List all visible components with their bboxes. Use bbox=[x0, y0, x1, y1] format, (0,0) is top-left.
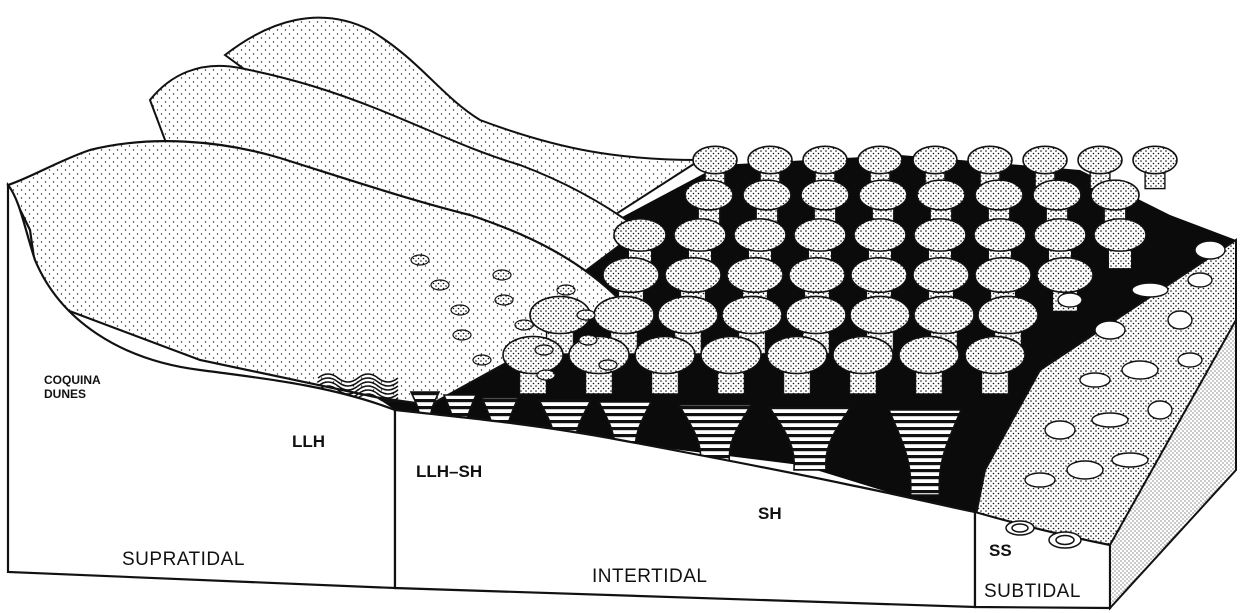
label-intertidal: INTERTIDAL bbox=[592, 566, 708, 588]
transition-nodule bbox=[515, 320, 533, 330]
stromatolite-head bbox=[1133, 146, 1177, 188]
subtidal-pebble bbox=[1095, 321, 1125, 339]
subtidal-pebble bbox=[1132, 283, 1168, 297]
subtidal-pebble bbox=[1122, 361, 1158, 379]
transition-nodule bbox=[579, 335, 597, 345]
transition-nodule bbox=[495, 295, 513, 305]
label-coquina-line2: DUNES bbox=[44, 387, 101, 401]
transition-nodule bbox=[431, 280, 449, 290]
transition-nodule bbox=[577, 310, 595, 320]
label-ss: SS bbox=[989, 541, 1012, 561]
subtidal-pebble bbox=[1112, 453, 1148, 467]
subtidal-pebble bbox=[1080, 373, 1110, 387]
label-llh-sh: LLH–SH bbox=[416, 462, 482, 482]
transition-nodule bbox=[537, 370, 555, 380]
subtidal-pebble bbox=[1058, 293, 1082, 307]
label-subtidal: SUBTIDAL bbox=[984, 581, 1081, 603]
subtidal-pebble bbox=[1188, 273, 1212, 287]
transition-nodule bbox=[557, 285, 575, 295]
subtidal-pebble bbox=[1148, 401, 1172, 419]
label-llh: LLH bbox=[292, 432, 325, 452]
transition-nodule bbox=[451, 305, 469, 315]
label-supratidal: SUPRATIDAL bbox=[122, 549, 245, 571]
transition-nodule bbox=[473, 355, 491, 365]
subtidal-pebble bbox=[1045, 421, 1075, 439]
subtidal-pebble bbox=[1092, 413, 1128, 427]
transition-nodule bbox=[535, 345, 553, 355]
transition-nodule bbox=[453, 330, 471, 340]
subtidal-pebble bbox=[1168, 311, 1192, 329]
subtidal-pebble bbox=[1178, 353, 1202, 367]
transition-nodule bbox=[411, 255, 429, 265]
transition-nodule bbox=[599, 360, 617, 370]
label-coquina-dunes: COQUINA DUNES bbox=[44, 373, 101, 401]
transition-nodule bbox=[493, 270, 511, 280]
label-coquina-line1: COQUINA bbox=[44, 373, 101, 387]
subtidal-pebble bbox=[1195, 241, 1225, 259]
subtidal-pebble bbox=[1025, 473, 1055, 487]
subtidal-pebble bbox=[1067, 461, 1103, 479]
label-sh: SH bbox=[758, 504, 782, 524]
